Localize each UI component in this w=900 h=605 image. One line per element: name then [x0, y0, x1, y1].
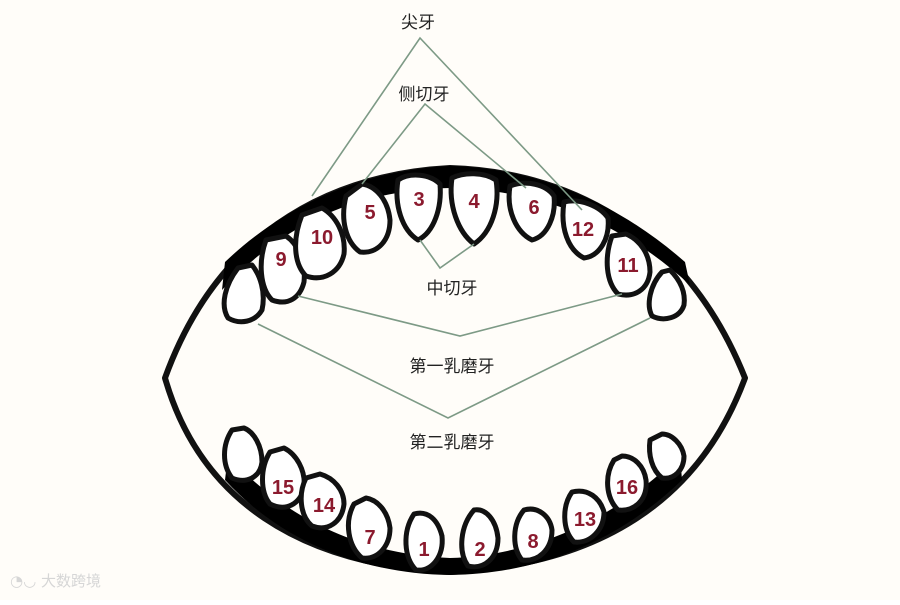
tooth-upper-10: [293, 205, 347, 281]
first-molar-leader-lines: [297, 293, 623, 337]
tooth-number: 10: [311, 227, 333, 249]
upper-gum: [222, 166, 690, 290]
watermark-icon: ◔◡: [10, 572, 37, 590]
second-molar-leader-lines: [257, 317, 651, 419]
tooth-lower-1: [403, 510, 445, 573]
tooth-upper-5: [341, 181, 393, 255]
tooth-upper-12: [560, 198, 611, 261]
label-canine: 尖牙: [401, 13, 435, 33]
lower-left-molar: [222, 425, 265, 483]
tooth-number: 7: [364, 527, 375, 549]
tooth-lower-16: [605, 453, 649, 513]
upper-teeth: 9 10 5 3 4 6 12 11: [258, 171, 653, 305]
tooth-lower-14: [298, 471, 347, 531]
upper-right-molar: [646, 267, 687, 322]
tooth-number: 15: [272, 477, 294, 499]
lower-right-molar: [647, 431, 687, 481]
tooth-number: 11: [617, 255, 638, 277]
tooth-number: 16: [616, 477, 638, 499]
central-incisor-leader-lines: [419, 239, 475, 270]
tooth-lower-15: [260, 445, 307, 510]
canine-leader-lines: [311, 36, 583, 211]
tooth-lower-13: [562, 488, 607, 545]
tooth-upper-11: [604, 231, 653, 298]
tooth-number: 5: [364, 202, 375, 224]
tooth-number: 9: [275, 249, 286, 271]
tooth-lower-7: [345, 495, 393, 561]
tooth-number: 12: [572, 219, 594, 241]
label-second-molar: 第二乳磨牙: [410, 433, 495, 453]
tooth-upper-3: [394, 172, 443, 243]
label-lateral-incisor: 侧切牙: [399, 85, 450, 105]
tooth-upper-4: [448, 171, 500, 247]
lateral-incisor-leader-lines: [361, 102, 527, 189]
watermark: ◔◡ 大数跨境: [10, 570, 101, 591]
label-first-molar: 第一乳磨牙: [410, 357, 495, 377]
tooth-number: 6: [528, 197, 539, 219]
tooth-number: 4: [468, 191, 480, 213]
lower-gum: [225, 455, 682, 575]
lower-teeth: 15 14 7 1 2 8 13 16: [260, 445, 649, 573]
tooth-number: 1: [418, 539, 429, 561]
tooth-number: 13: [574, 509, 596, 531]
tooth-upper-6: [506, 180, 557, 243]
tooth-number: 8: [527, 531, 538, 553]
tooth-lower-8: [512, 506, 555, 563]
label-central-incisor: 中切牙: [427, 279, 478, 299]
watermark-text: 大数跨境: [40, 572, 101, 590]
tooth-number: 2: [474, 539, 485, 561]
tooth-number: 3: [413, 189, 424, 211]
tooth-lower-2: [459, 507, 501, 570]
tooth-number: 14: [313, 495, 336, 517]
